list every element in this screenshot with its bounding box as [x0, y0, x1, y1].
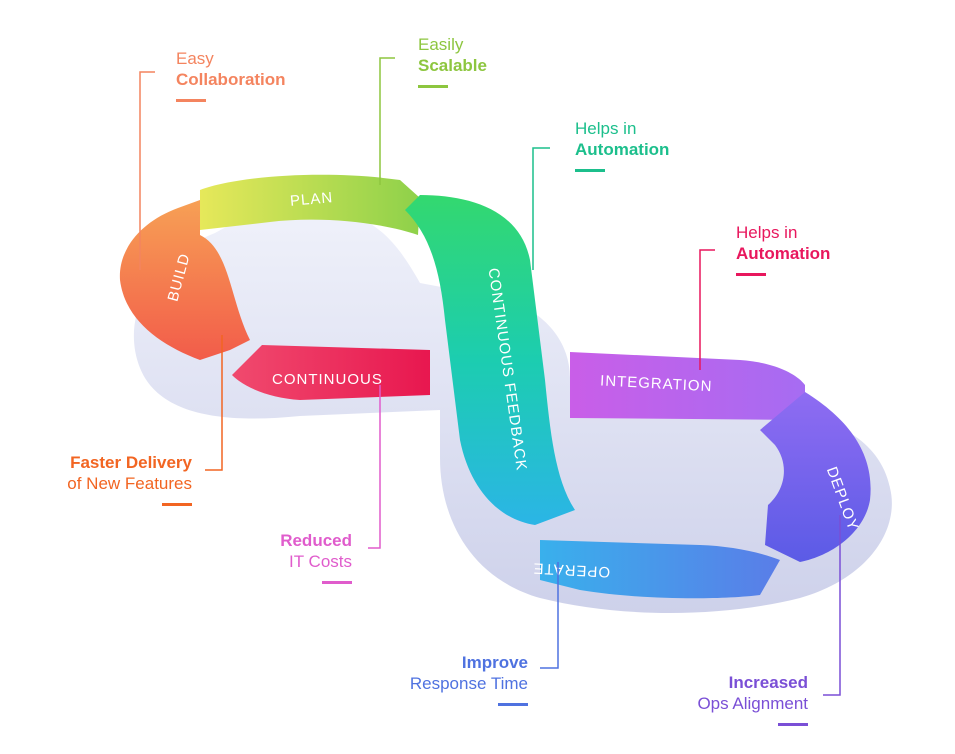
callout-increased-ops-line2: Ops Alignment: [697, 694, 808, 714]
callout-easily-scalable: Easily Scalable: [418, 34, 487, 88]
label-operate: OPERATE: [532, 559, 610, 580]
segment-continuous-feedback: CONTINUOUS FEEDBACK: [405, 195, 575, 525]
label-integration: INTEGRATION: [600, 372, 713, 395]
segment-build: BUILD: [119, 200, 250, 360]
connector-lines: [139, 57, 841, 696]
callout-faster-delivery: Faster Delivery of New Features: [20, 452, 192, 506]
callout-reduced-costs-line1: Reduced: [280, 531, 352, 550]
callout-easily-scalable-line2: Scalable: [418, 56, 487, 76]
callout-increased-ops: Increased Ops Alignment: [640, 672, 808, 726]
callout-helps-automation-2-line1: Helps in: [736, 223, 798, 242]
callout-underline: [575, 168, 605, 172]
callout-helps-automation-1: Helps in Automation: [575, 118, 669, 172]
callout-underline: [322, 580, 352, 584]
callout-easy-collaboration-line2: Collaboration: [176, 70, 286, 90]
callout-helps-automation-1-line2: Automation: [575, 140, 670, 160]
callout-easy-collaboration: Easy Collaboration: [176, 48, 286, 102]
callout-improve-response-line1: Improve: [461, 653, 528, 672]
callout-easy-collaboration-line1: Easy: [176, 49, 214, 68]
callout-faster-delivery-line1: Faster Delivery: [70, 453, 192, 472]
callout-improve-response: Improve Response Time: [362, 652, 528, 706]
callout-underline: [162, 502, 192, 506]
callout-easily-scalable-line1: Easily: [418, 35, 464, 54]
label-plan: PLAN: [289, 189, 334, 210]
callout-underline: [176, 98, 206, 102]
callout-underline: [418, 84, 448, 88]
callout-improve-response-line2: Response Time: [409, 674, 528, 694]
callout-reduced-costs-line2: IT Costs: [289, 552, 352, 572]
segment-continuous: CONTINUOUS: [232, 345, 430, 400]
segment-integration: INTEGRATION: [570, 352, 805, 420]
callout-underline: [498, 702, 528, 706]
label-continuous: CONTINUOUS: [272, 371, 383, 388]
callout-helps-automation-2: Helps in Automation: [736, 222, 830, 276]
callout-reduced-costs: Reduced IT Costs: [230, 530, 352, 584]
callout-underline: [736, 272, 766, 276]
segment-deploy: DEPLOY: [760, 392, 871, 562]
segment-operate: OPERATE: [532, 540, 780, 599]
callout-underline: [778, 722, 808, 726]
callout-increased-ops-line1: Increased: [728, 673, 808, 692]
callout-faster-delivery-line2: of New Features: [67, 474, 192, 494]
callout-helps-automation-2-line2: Automation: [736, 244, 831, 264]
callout-helps-automation-1-line1: Helps in: [575, 119, 637, 138]
segment-plan: PLAN: [200, 174, 420, 235]
